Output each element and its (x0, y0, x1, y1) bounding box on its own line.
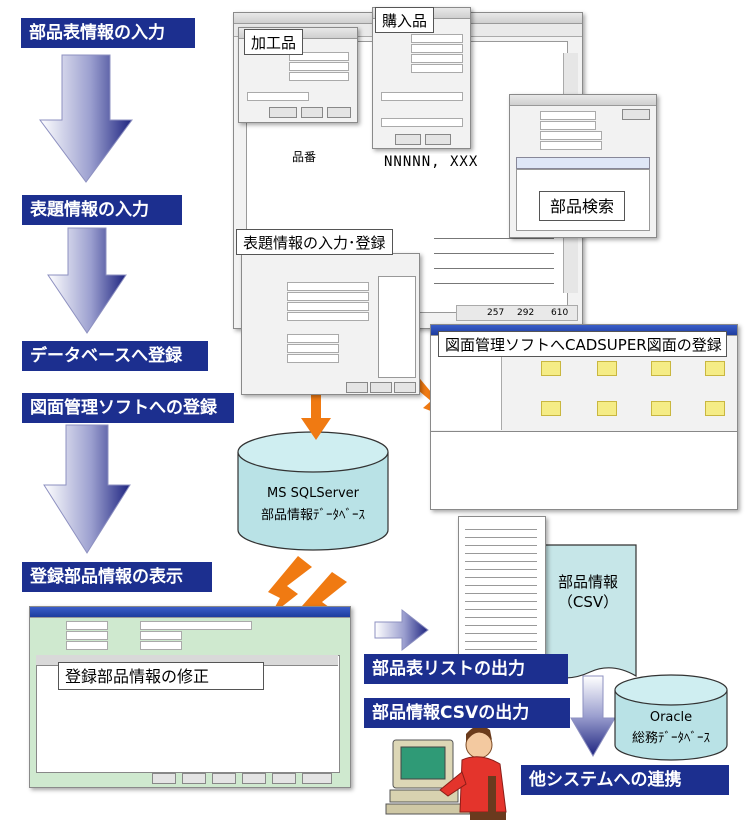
sqlserver-label-2: 部品情報ﾃﾞｰﾀﾍﾞｰｽ (260, 508, 365, 523)
step-title-input: 表題情報の入力 (22, 195, 182, 225)
status-value-1: 257 (487, 308, 505, 318)
status-value-3: 610 (551, 308, 569, 318)
flow-arrow-down-right (570, 675, 616, 757)
callout-buhin-kensaku: 部品検索 (539, 191, 626, 221)
hinban-label: 品番 (292, 150, 317, 164)
callout-zumen-kanri: 図面管理ソフトへCADSUPER図面の登録 (438, 331, 727, 357)
step-db-register: データベースへ登録 (22, 341, 208, 371)
flow-arrow-2 (47, 227, 127, 334)
oracle-cylinder (614, 674, 728, 761)
csv-label-2: （CSV） (557, 593, 619, 611)
step-drawing-register: 図面管理ソフトへの登録 (22, 393, 234, 423)
csv-label-1: 部品情報 (557, 573, 618, 591)
step-show-registered: 登録部品情報の表示 (22, 562, 212, 592)
oracle-label-2: 総務ﾃﾞｰﾀﾍﾞｰｽ (631, 731, 710, 746)
callout-shusei: 登録部品情報の修正 (58, 662, 264, 690)
flow-arrow-3 (43, 424, 131, 554)
bom-list-printout (458, 516, 546, 673)
step-other-systems: 他システムへの連携 (521, 765, 729, 795)
lightning-arrow-1 (268, 556, 312, 616)
callout-kakouhin: 加工品 (244, 29, 304, 55)
sqlserver-cylinder (237, 431, 389, 551)
sqlserver-label-1: MS SQLServer (267, 486, 359, 501)
person-computer-illustration (385, 725, 507, 820)
step-csv-output: 部品情報CSVの出力 (364, 698, 570, 728)
flow-arrow-right (374, 608, 429, 652)
callout-hyoudai: 表題情報の入力･登録 (236, 229, 393, 255)
flow-arrow-1 (39, 54, 133, 183)
callout-kounyuuhin: 購入品 (375, 7, 435, 33)
hyoudai-dialog (241, 253, 420, 395)
registered-parts-window (29, 606, 351, 788)
oracle-label-1: Oracle (649, 710, 693, 725)
status-value-2: 292 (517, 308, 535, 318)
cad-status-bar: 257 292 610 (456, 305, 578, 321)
step-bom-list-output: 部品表リストの出力 (364, 654, 568, 684)
step-bom-input: 部品表情報の入力 (21, 18, 195, 48)
orange-arrow-down (301, 382, 331, 440)
nnnnn-label: NNNNN, XXX (384, 154, 479, 170)
